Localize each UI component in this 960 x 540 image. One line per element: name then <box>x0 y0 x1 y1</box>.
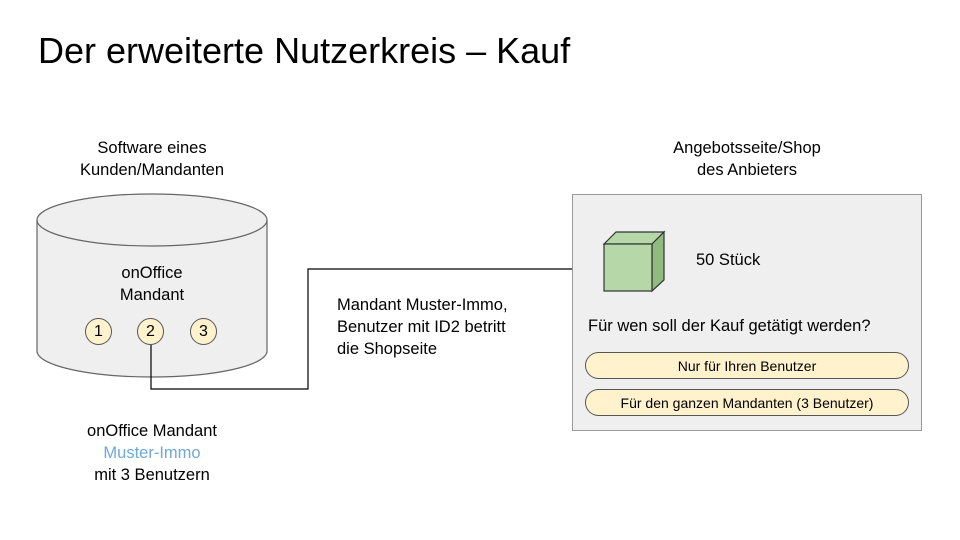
connector-arrow <box>150 264 604 390</box>
page-title: Der erweiterte Nutzerkreis – Kauf <box>38 30 571 71</box>
user-circle-3: 3 <box>190 318 217 345</box>
user-circle-1: 1 <box>85 318 112 345</box>
product-quantity: 50 Stück <box>696 251 761 269</box>
software-caption-line-1: Software eines <box>97 139 207 157</box>
shop-caption: Angebotsseite/Shop des Anbieters <box>632 137 862 181</box>
database-label-line-1: onOffice <box>121 264 183 282</box>
connector-label-line-3: die Shopseite <box>337 340 437 358</box>
client-name: Muster-Immo <box>103 444 201 462</box>
option-whole-client-button[interactable]: Für den ganzen Mandanten (3 Benutzer) <box>585 389 909 416</box>
shop-caption-line-2: des Anbieters <box>697 161 797 179</box>
connector-label-line-1: Mandant Muster-Immo, <box>337 296 508 314</box>
database-label: onOffice Mandant <box>52 262 252 306</box>
cube-icon <box>602 230 666 293</box>
client-caption-line-3: mit 3 Benutzern <box>94 466 210 484</box>
software-caption-line-2: Kunden/Mandanten <box>79 161 225 179</box>
option-single-user-button[interactable]: Nur für Ihren Benutzer <box>585 352 909 379</box>
shop-caption-line-1: Angebotsseite/Shop <box>673 139 821 157</box>
connector-label: Mandant Muster-Immo, Benutzer mit ID2 be… <box>337 294 508 360</box>
software-caption: Software eines Kunden/Mandanten <box>52 137 252 181</box>
connector-label-line-2: Benutzer mit ID2 betritt <box>337 318 506 336</box>
purchase-question: Für wen soll der Kauf getätigt werden? <box>588 317 871 335</box>
user-circle-2: 2 <box>137 318 164 345</box>
database-label-line-2: Mandant <box>119 286 185 304</box>
client-caption: onOffice Mandant Muster-Immo mit 3 Benut… <box>52 420 252 486</box>
client-caption-line-1: onOffice Mandant <box>87 422 217 440</box>
